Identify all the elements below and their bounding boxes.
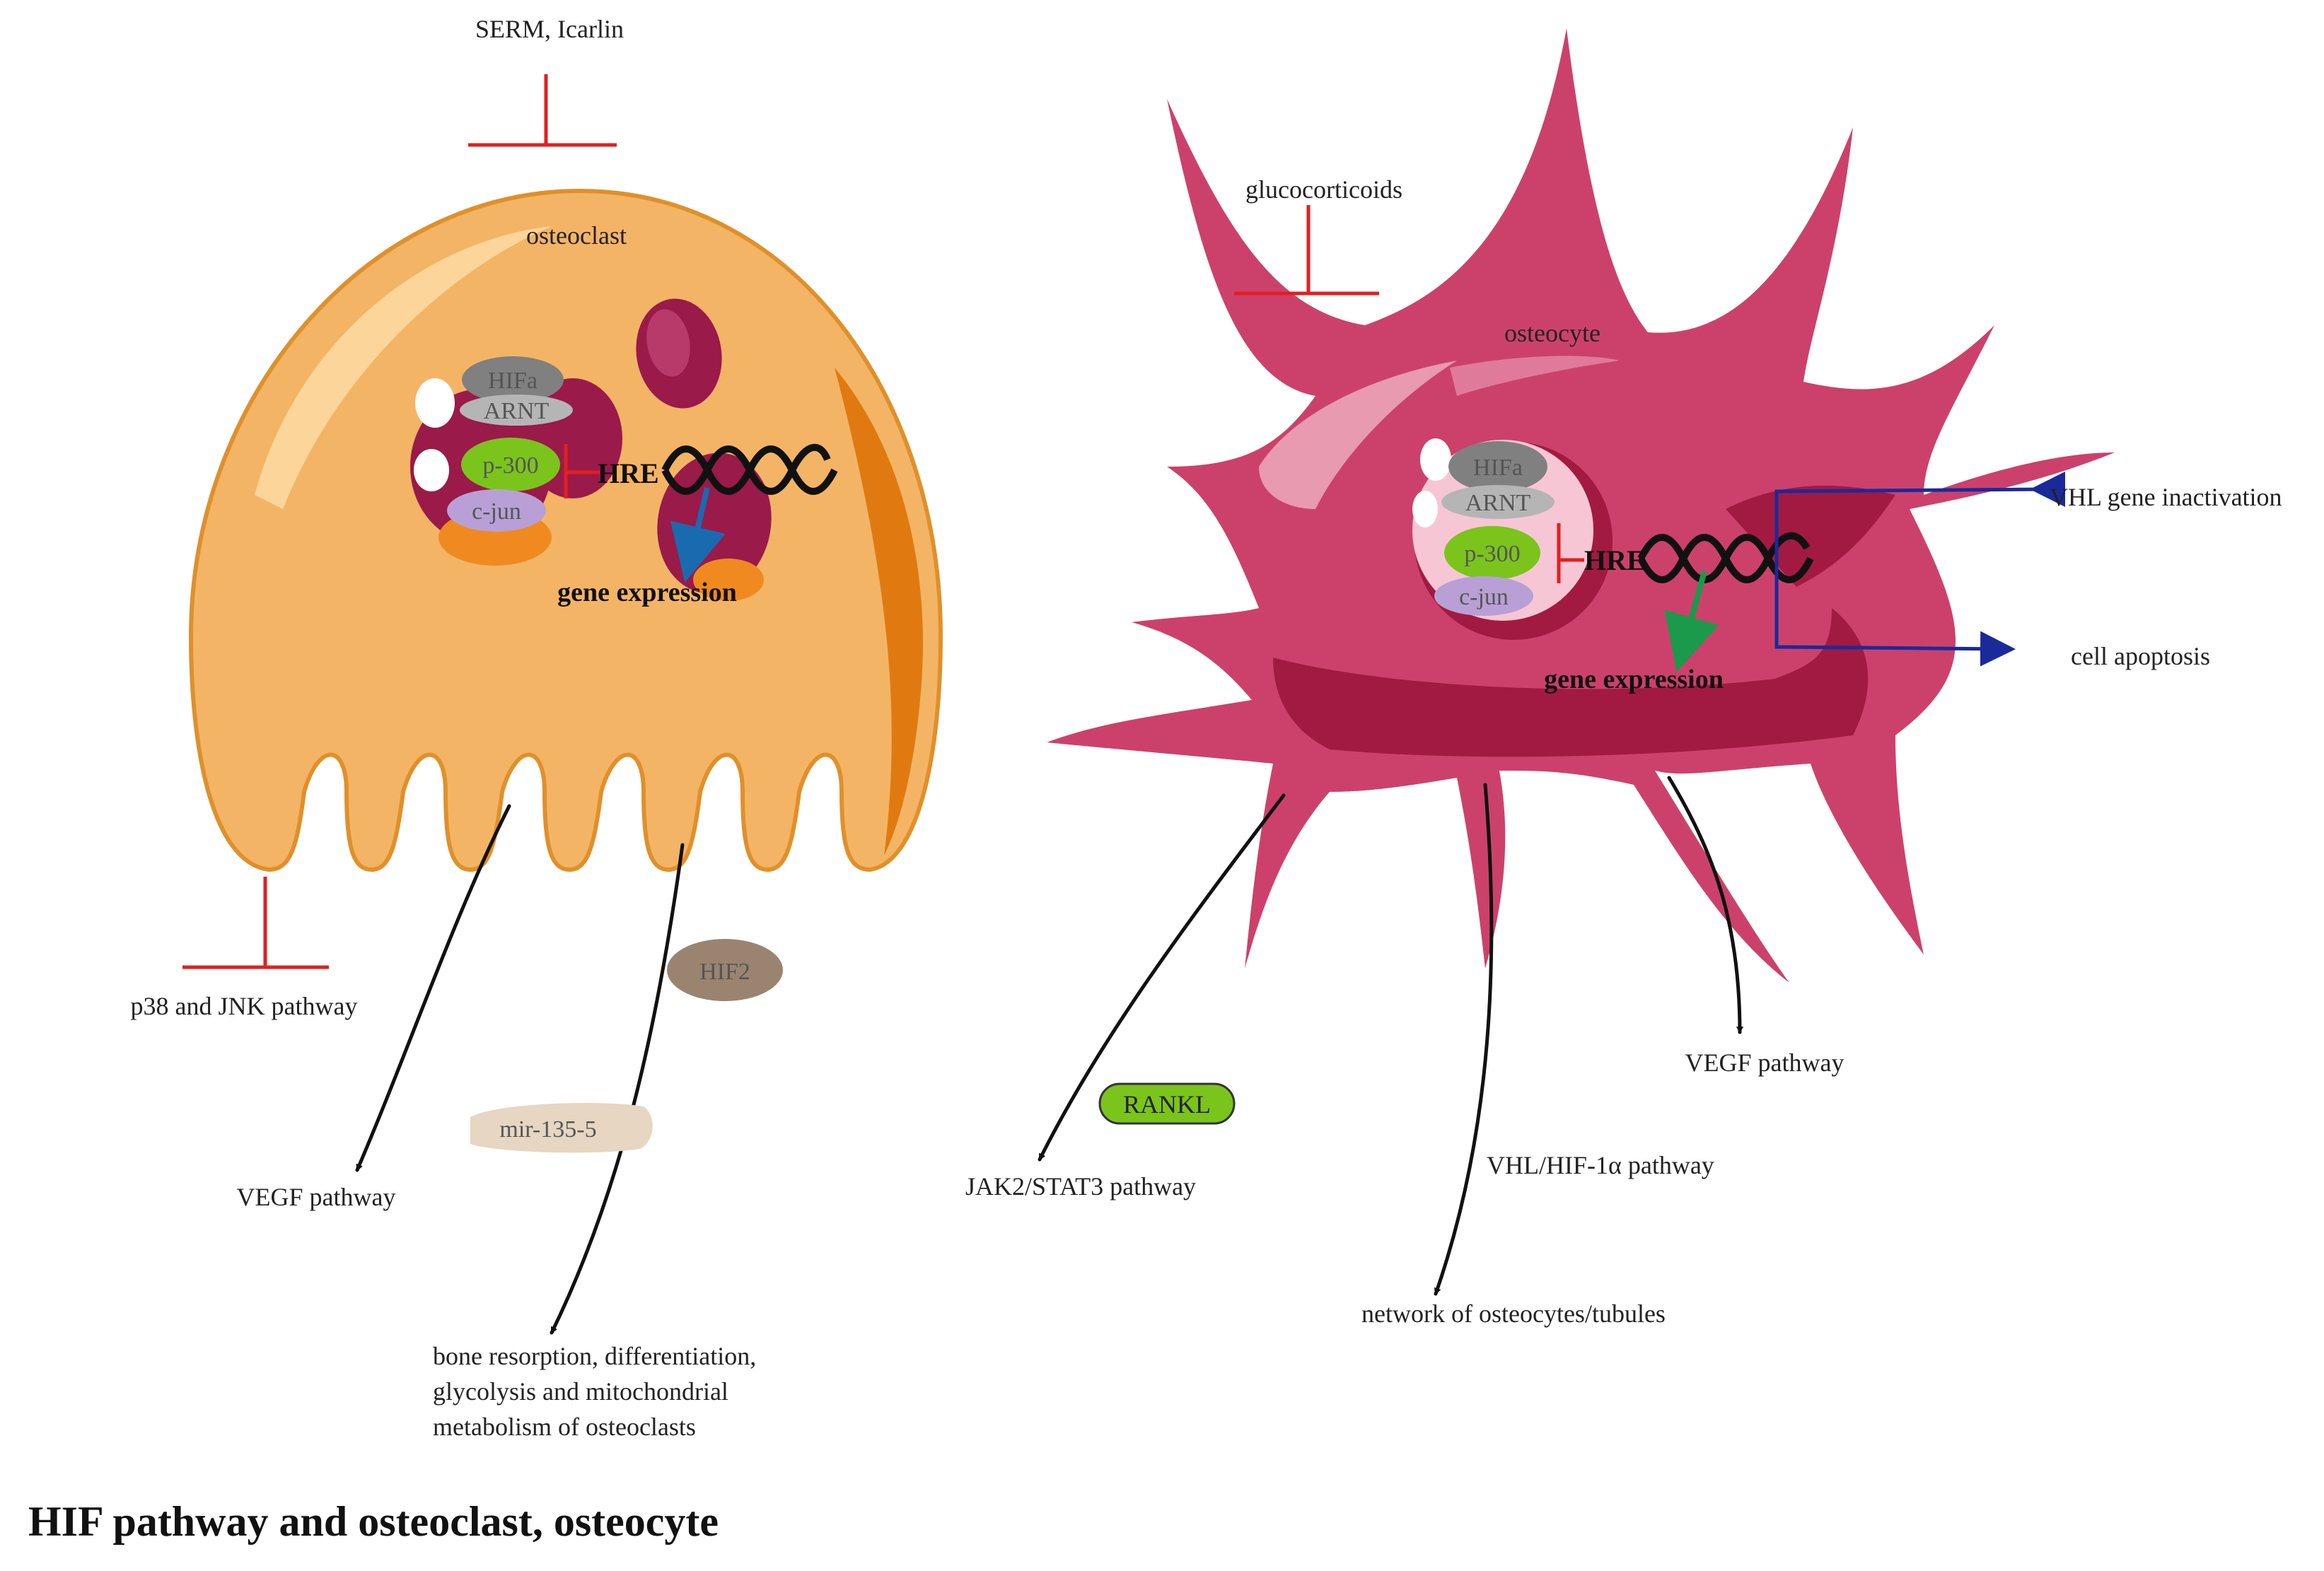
- osteocyte-dark-tip: [1726, 485, 1895, 587]
- p38-label: p38 and JNK pathway: [131, 992, 358, 1020]
- white-spot: [1412, 491, 1438, 527]
- osteoclast-top-inhibitor: SERM, Icarlin: [468, 15, 624, 147]
- vegf-arrow: [355, 804, 511, 1172]
- outcome-line-2: glycolysis and mitochondrial: [433, 1377, 728, 1406]
- hif2-label: HIF2: [699, 959, 750, 985]
- osteoclast-vegf-label: VEGF pathway: [237, 1183, 396, 1211]
- jak-label: JAK2/STAT3 pathway: [965, 1172, 1196, 1201]
- figure-title: HIF pathway and osteoclast, osteocyte: [28, 1498, 719, 1545]
- mir-shape: [470, 1103, 653, 1153]
- outcome-line-1: bone resorption, differentiation,: [433, 1342, 756, 1370]
- serm-label: SERM, Icarlin: [475, 15, 624, 43]
- arnt-molecule: [1441, 485, 1555, 519]
- osteoclast-bottom-inhibitor: p38 and JNK pathway: [131, 877, 358, 1020]
- network-label: network of osteocytes/tubules: [1361, 1300, 1666, 1328]
- hre-label: HRE: [1584, 544, 1646, 576]
- vhl-bracket: [1774, 472, 2065, 667]
- gene-expression-label: gene expression: [557, 578, 737, 607]
- hre-label: HRE: [598, 457, 659, 489]
- cjun-molecule: [1434, 576, 1533, 616]
- hifa-label: HIFa: [488, 368, 538, 394]
- osteocyte-top-inhibitor: glucocorticoids: [1234, 175, 1402, 296]
- osteocyte-label: osteocyte: [1504, 319, 1600, 347]
- p300-label: p-300: [482, 452, 538, 479]
- rankl-badge: [1098, 1082, 1236, 1125]
- jak-arrow: [1038, 793, 1286, 1162]
- hifa-molecule: [462, 356, 564, 403]
- cjun-label: c-jun: [1459, 584, 1509, 610]
- osteoclast-body: [188, 188, 943, 872]
- hifa-label: HIFa: [1473, 455, 1523, 481]
- osteoclast-edge-shadow: [835, 368, 923, 855]
- white-spot: [1420, 438, 1451, 481]
- dna-helix-icon: [661, 443, 831, 495]
- outcome-arrow: [550, 843, 685, 1335]
- osteocyte-vegf-arrow: [1667, 776, 1743, 1034]
- p300-molecule: [461, 438, 560, 491]
- osteoclast-highlight: [255, 226, 552, 509]
- hif2-bubble: [667, 939, 783, 1001]
- arnt-molecule: [460, 395, 573, 426]
- gene-expression-label: gene expression: [1544, 665, 1724, 694]
- vhl-inactivation-label: VHL gene inactivation: [2050, 483, 2282, 511]
- white-spot: [414, 449, 449, 491]
- cell-apoptosis-label: cell apoptosis: [2071, 642, 2210, 670]
- expression-arrow: [670, 487, 726, 583]
- osteoclast-label: osteoclast: [526, 221, 627, 250]
- cjun-label: c-jun: [472, 498, 521, 525]
- rankl-label: RANKL: [1123, 1090, 1211, 1119]
- vhl-hif-label: VHL/HIF-1α pathway: [1487, 1151, 1714, 1179]
- osteoclast-nucleus-shine: [646, 309, 690, 377]
- osteocyte-cell: HIFa ARNT p-300 c-jun HRE gene expressio…: [1047, 28, 2115, 983]
- white-spot: [415, 378, 455, 428]
- expression-arrow: [1664, 570, 1719, 672]
- mir-label: mir-135-5: [499, 1116, 596, 1143]
- hifa-molecule: [1448, 441, 1547, 492]
- osteocyte-highlight: [1450, 356, 1620, 396]
- osteocyte-dark-region: [1273, 608, 1869, 757]
- glucocorticoids-label: glucocorticoids: [1245, 175, 1402, 204]
- p300-molecule: [1444, 526, 1540, 580]
- osteocyte-vegf-label: VEGF pathway: [1685, 1049, 1844, 1077]
- arnt-label: ARNT: [1465, 490, 1531, 516]
- outcome-line-3: metabolism of osteoclasts: [433, 1413, 696, 1441]
- osteocyte-highlight: [1259, 361, 1457, 509]
- p300-label: p-300: [1464, 541, 1520, 567]
- dna-helix-icon: [1637, 532, 1811, 583]
- cjun-molecule: [447, 489, 546, 532]
- osteoclast-cell: HIFa ARNT p-300 c-jun HRE gene expressio…: [188, 188, 943, 872]
- network-arrow: [1434, 783, 1494, 1296]
- arnt-label: ARNT: [484, 398, 550, 424]
